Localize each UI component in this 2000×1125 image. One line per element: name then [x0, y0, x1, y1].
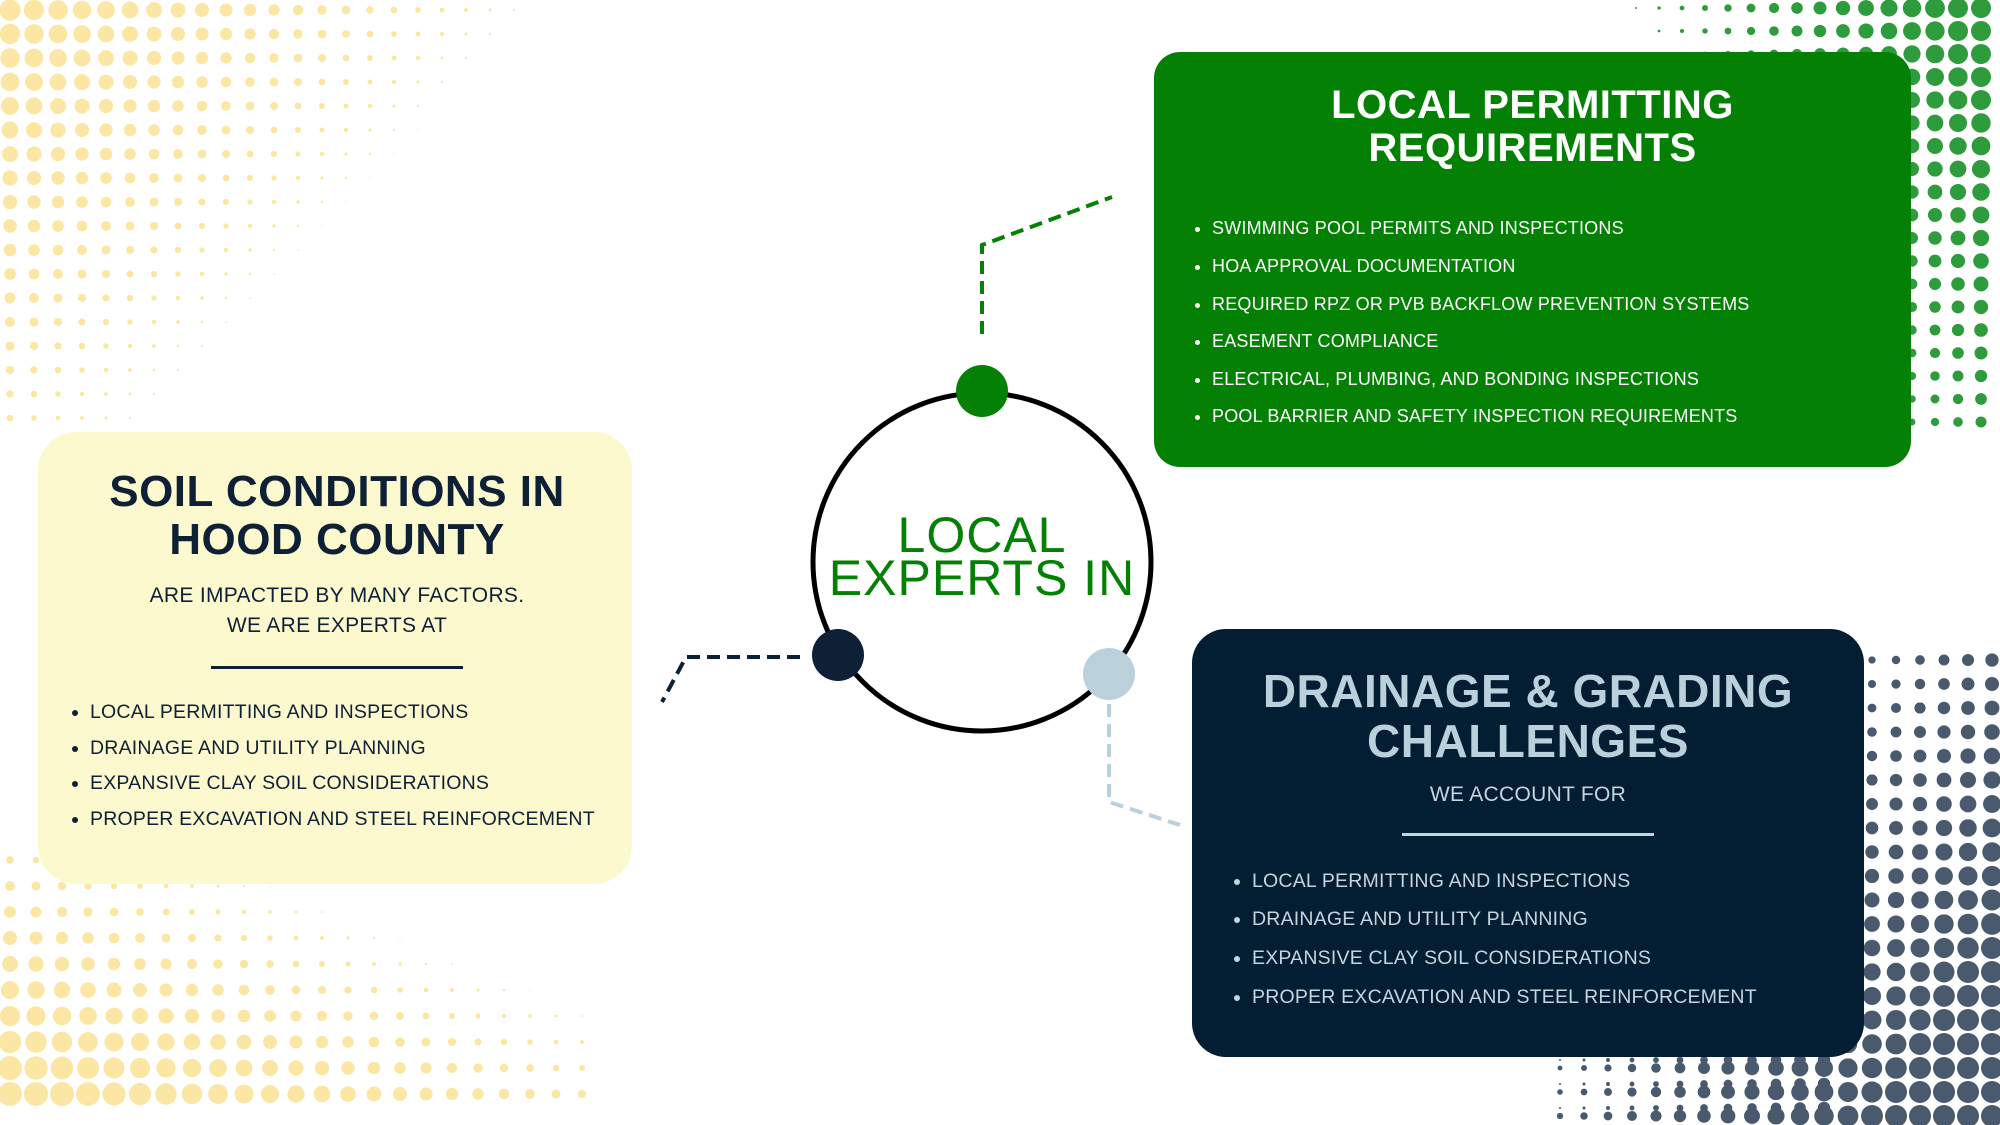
list-item: POOL BARRIER AND SAFETY INSPECTION REQUI… [1212, 398, 1875, 436]
panel-subtitle-line2: WE ARE EXPERTS AT [226, 614, 448, 638]
panel-title-line1: DRAINAGE & GRADING [1262, 665, 1794, 717]
panel-title: SOIL CONDITIONS IN HOOD COUNTY [60, 468, 614, 563]
connector-navy [660, 655, 800, 703]
hub-label: LOCAL EXPERTS IN [812, 507, 1152, 606]
node-green [956, 365, 1008, 417]
list-item: LOCAL PERMITTING AND INSPECTIONS [1252, 862, 1834, 901]
bullet-list: SWIMMING POOL PERMITS AND INSPECTIONS HO… [1190, 210, 1875, 436]
panel-subtitle: ARE IMPACTED BY MANY FACTORS. WE ARE EXP… [60, 581, 614, 642]
list-item: EXPANSIVE CLAY SOIL CONSIDERATIONS [1252, 939, 1834, 978]
list-item: LOCAL PERMITTING AND INSPECTIONS [90, 695, 614, 731]
divider [211, 665, 463, 669]
list-item: HOA APPROVAL DOCUMENTATION [1212, 248, 1875, 286]
panel-title-line2: REQUIREMENTS [1368, 126, 1697, 171]
panel-title-line1: LOCAL PERMITTING [1331, 83, 1734, 127]
bullet-list: LOCAL PERMITTING AND INSPECTIONS DRAINAG… [60, 695, 614, 837]
hub-label-line2: EXPERTS IN [828, 550, 1136, 606]
panel-local-permitting: LOCAL PERMITTING REQUIREMENTS SWIMMING P… [1154, 52, 1911, 467]
panel-title-line2: HOOD COUNTY [169, 514, 505, 564]
node-navy [812, 629, 864, 681]
halftone-yellow-top-left [0, 0, 516, 422]
divider [1402, 832, 1654, 836]
list-item: ELECTRICAL, PLUMBING, AND BONDING INSPEC… [1212, 361, 1875, 399]
bullet-list: LOCAL PERMITTING AND INSPECTIONS DRAINAG… [1222, 862, 1834, 1016]
panel-title: LOCAL PERMITTING REQUIREMENTS [1190, 83, 1875, 171]
panel-title-line1: SOIL CONDITIONS IN [109, 467, 565, 516]
panel-title: DRAINAGE & GRADING CHALLENGES [1222, 665, 1834, 767]
connector-green [980, 195, 1113, 334]
panel-subtitle: WE ACCOUNT FOR [1429, 783, 1627, 807]
list-item: EASEMENT COMPLIANCE [1212, 323, 1875, 361]
panel-soil-conditions: SOIL CONDITIONS IN HOOD COUNTY ARE IMPAC… [38, 432, 632, 884]
panel-title-line2: CHALLENGES [1367, 714, 1689, 767]
panel-subtitle-line1: ARE IMPACTED BY MANY FACTORS. [149, 584, 525, 608]
hub-label-line1: LOCAL [897, 507, 1067, 563]
connector-light-blue [1107, 704, 1181, 827]
list-item: REQUIRED RPZ OR PVB BACKFLOW PREVENTION … [1212, 286, 1875, 324]
halftone-yellow-bottom-left [0, 856, 587, 1106]
list-item: DRAINAGE AND UTILITY PLANNING [1252, 900, 1834, 939]
list-item: PROPER EXCAVATION AND STEEL REINFORCEMEN… [90, 802, 614, 838]
list-item: EXPANSIVE CLAY SOIL CONSIDERATIONS [90, 766, 614, 802]
list-item: PROPER EXCAVATION AND STEEL REINFORCEMEN… [1252, 978, 1834, 1017]
panel-drainage-grading: DRAINAGE & GRADING CHALLENGES WE ACCOUNT… [1192, 629, 1864, 1057]
node-light-blue [1083, 648, 1135, 700]
list-item: DRAINAGE AND UTILITY PLANNING [90, 731, 614, 767]
list-item: SWIMMING POOL PERMITS AND INSPECTIONS [1212, 210, 1875, 248]
